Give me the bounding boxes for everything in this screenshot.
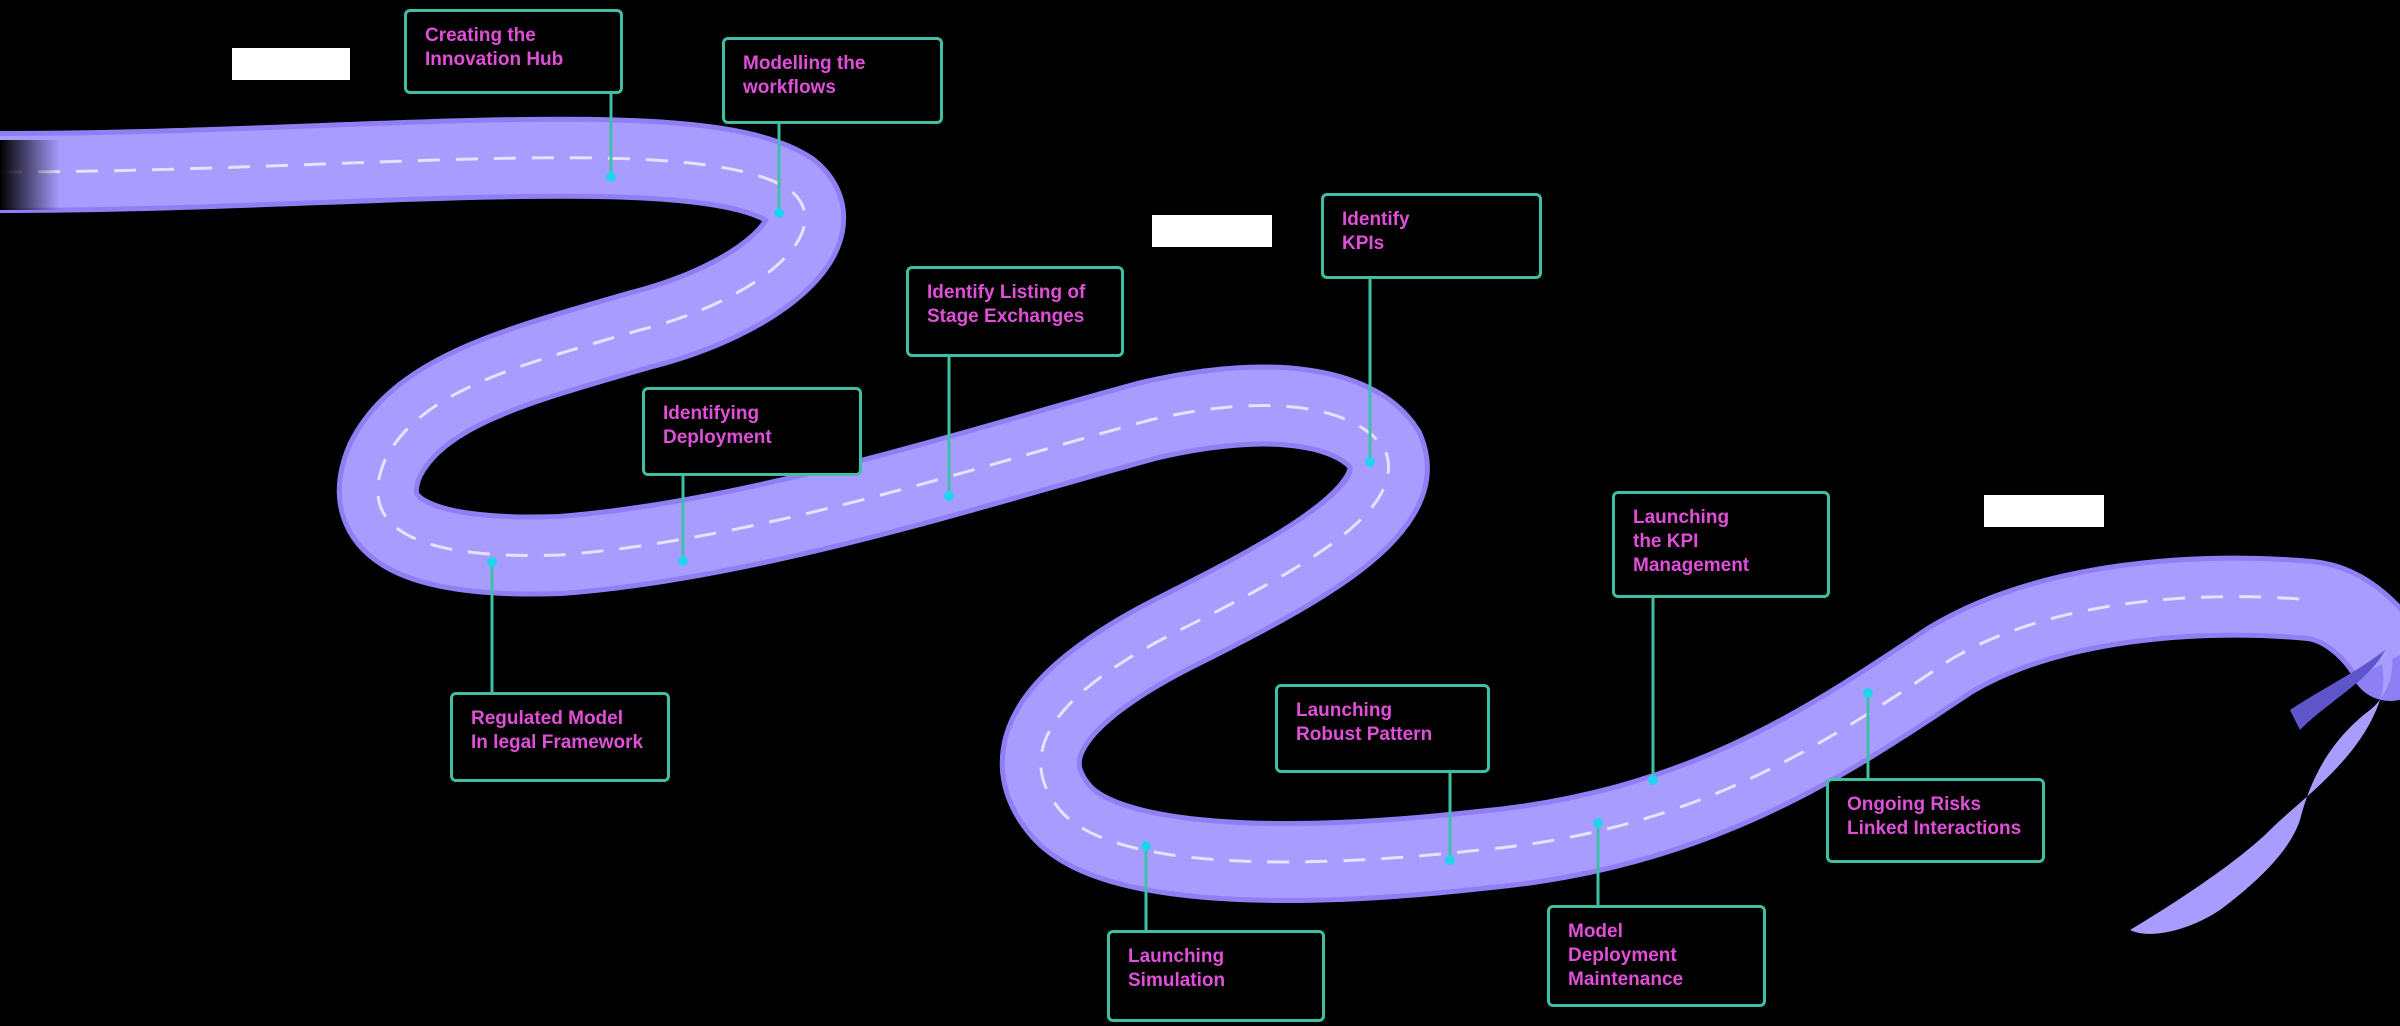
milestone-node — [606, 172, 616, 182]
milestone-identifying-deployment: Identifying Deployment — [642, 387, 862, 476]
phase-label-1 — [232, 48, 350, 80]
milestone-modelling-workflows: Modelling the workflows — [722, 37, 943, 124]
milestone-identify-listing: Identify Listing of Stage Exchanges — [906, 266, 1124, 357]
milestone-identify-kpis: Identify KPIs — [1321, 193, 1542, 279]
milestone-node — [944, 491, 954, 501]
road-curl-shade — [2290, 650, 2385, 730]
milestone-node — [1863, 688, 1873, 698]
milestone-regulated-model: Regulated Model In legal Framework — [450, 692, 670, 782]
milestone-launching-simulation: Launching Simulation — [1107, 930, 1325, 1022]
phase-label-2 — [1152, 215, 1272, 247]
milestone-ongoing-risks: Ongoing Risks Linked Interactions — [1826, 778, 2045, 863]
milestone-node — [1141, 841, 1151, 851]
milestone-node — [1593, 818, 1603, 828]
milestone-node — [1445, 855, 1455, 865]
milestone-node — [1648, 775, 1658, 785]
milestone-robust-pattern: Launching Robust Pattern — [1275, 684, 1490, 773]
nodes — [487, 172, 1873, 865]
road-curl-end — [2130, 600, 2393, 934]
milestone-node — [774, 208, 784, 218]
milestone-innovation-hub: Creating the Innovation Hub — [404, 9, 623, 94]
connectors — [490, 93, 1870, 930]
milestone-node — [1365, 457, 1375, 467]
road-fade — [0, 140, 60, 210]
road-lane-marking — [0, 156, 2311, 864]
milestone-node — [678, 556, 688, 566]
phase-label-3 — [1984, 495, 2104, 527]
milestone-model-deployment: Model Deployment Maintenance — [1547, 905, 1766, 1007]
milestone-node — [487, 557, 497, 567]
milestone-kpi-management: Launching the KPI Management — [1612, 491, 1830, 598]
